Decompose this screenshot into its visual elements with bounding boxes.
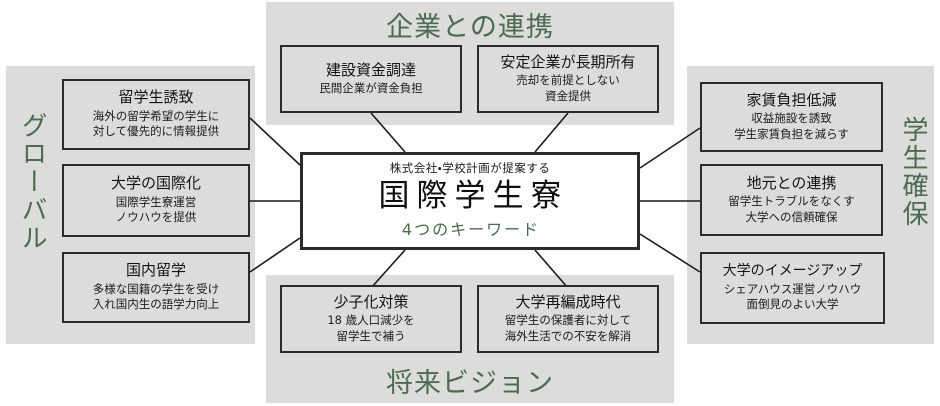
item-title: 建設資金調達: [325, 60, 416, 79]
item-vision-2[interactable]: 大学再編成時代 留学生の保護者に対して 海外生活での不安を解消: [477, 285, 659, 353]
panel-global-title: グローバル: [17, 112, 47, 252]
item-desc: 留学生トラブルをなくす 大学への信頼確保: [728, 194, 855, 224]
item-vision-1[interactable]: 少子化対策 18 歳人口減少を 留学生で補う: [280, 285, 462, 353]
item-global-3[interactable]: 国内留学 多様な国籍の学生を受け 入れ国内生の語学力向上: [62, 252, 250, 323]
item-desc: 国際学生寮運営 ノウハウを提供: [115, 194, 197, 225]
item-desc: 売却を前提としない 資金提供: [516, 73, 620, 103]
item-students-3[interactable]: 大学のイメージアップ シェアハウス運営ノウハウ 面倒見のよい大学: [700, 252, 885, 324]
item-desc: 18 歳人口減少を 留学生で補う: [327, 313, 415, 343]
item-corporate-2[interactable]: 安定企業が長期所有 売却を前提としない 資金提供: [477, 45, 659, 113]
item-desc: 留学生の保護者に対して 海外生活での不安を解消: [504, 313, 632, 343]
item-desc: 多様な国籍の学生を受け 入れ国内生の語学力向上: [92, 281, 220, 312]
item-corporate-1[interactable]: 建設資金調達 民間企業が資金負担: [280, 45, 462, 113]
item-students-1[interactable]: 家賃負担低減 収益施設を誘致 学生家賃負担を減らす: [700, 82, 883, 152]
hub-title: 国際学生寮: [378, 178, 569, 215]
panel-corporate-title: 企業との連携: [386, 12, 554, 43]
item-title: 国内留学: [125, 261, 186, 280]
item-global-1[interactable]: 留学生誘致 海外の留学希望の学生に 対して優先的に情報提供: [62, 79, 250, 150]
item-desc: 民間企業が資金負担: [319, 81, 423, 96]
item-title: 大学の国際化: [110, 174, 201, 193]
item-title: 家賃負担低減: [746, 90, 837, 109]
hub-eyebrow: 株式会社・学校計画が提案する: [389, 161, 551, 176]
item-desc: 海外の留学希望の学生に 対して優先的に情報提供: [92, 108, 220, 139]
item-title: 留学生誘致: [118, 88, 194, 107]
item-title: 大学のイメージアップ: [722, 262, 863, 279]
connector-global-3: [249, 237, 301, 273]
connector-global-1: [249, 117, 301, 166]
item-title: 地元との連携: [746, 173, 837, 192]
item-global-2[interactable]: 大学の国際化 国際学生寮運営 ノウハウを提供: [62, 164, 250, 237]
panel-vision-title: 将来ビジョン: [386, 368, 554, 399]
item-title: 安定企業が長期所有: [500, 52, 636, 71]
item-title: 大学再編成時代: [515, 292, 621, 311]
hub-subtitle: 4つのキーワード: [401, 219, 541, 239]
item-desc: シェアハウス運営ノウハウ 面倒見のよい大学: [723, 281, 862, 312]
panel-students-title: 学生確保: [898, 116, 928, 228]
item-title: 少子化対策: [333, 292, 409, 311]
item-students-2[interactable]: 地元との連携 留学生トラブルをなくす 大学への信頼確保: [700, 164, 883, 236]
center-hub: 株式会社・学校計画が提案する 国際学生寮 4つのキーワード: [300, 152, 640, 250]
item-desc: 収益施設を誘致 学生家賃負担を減らす: [734, 111, 849, 141]
